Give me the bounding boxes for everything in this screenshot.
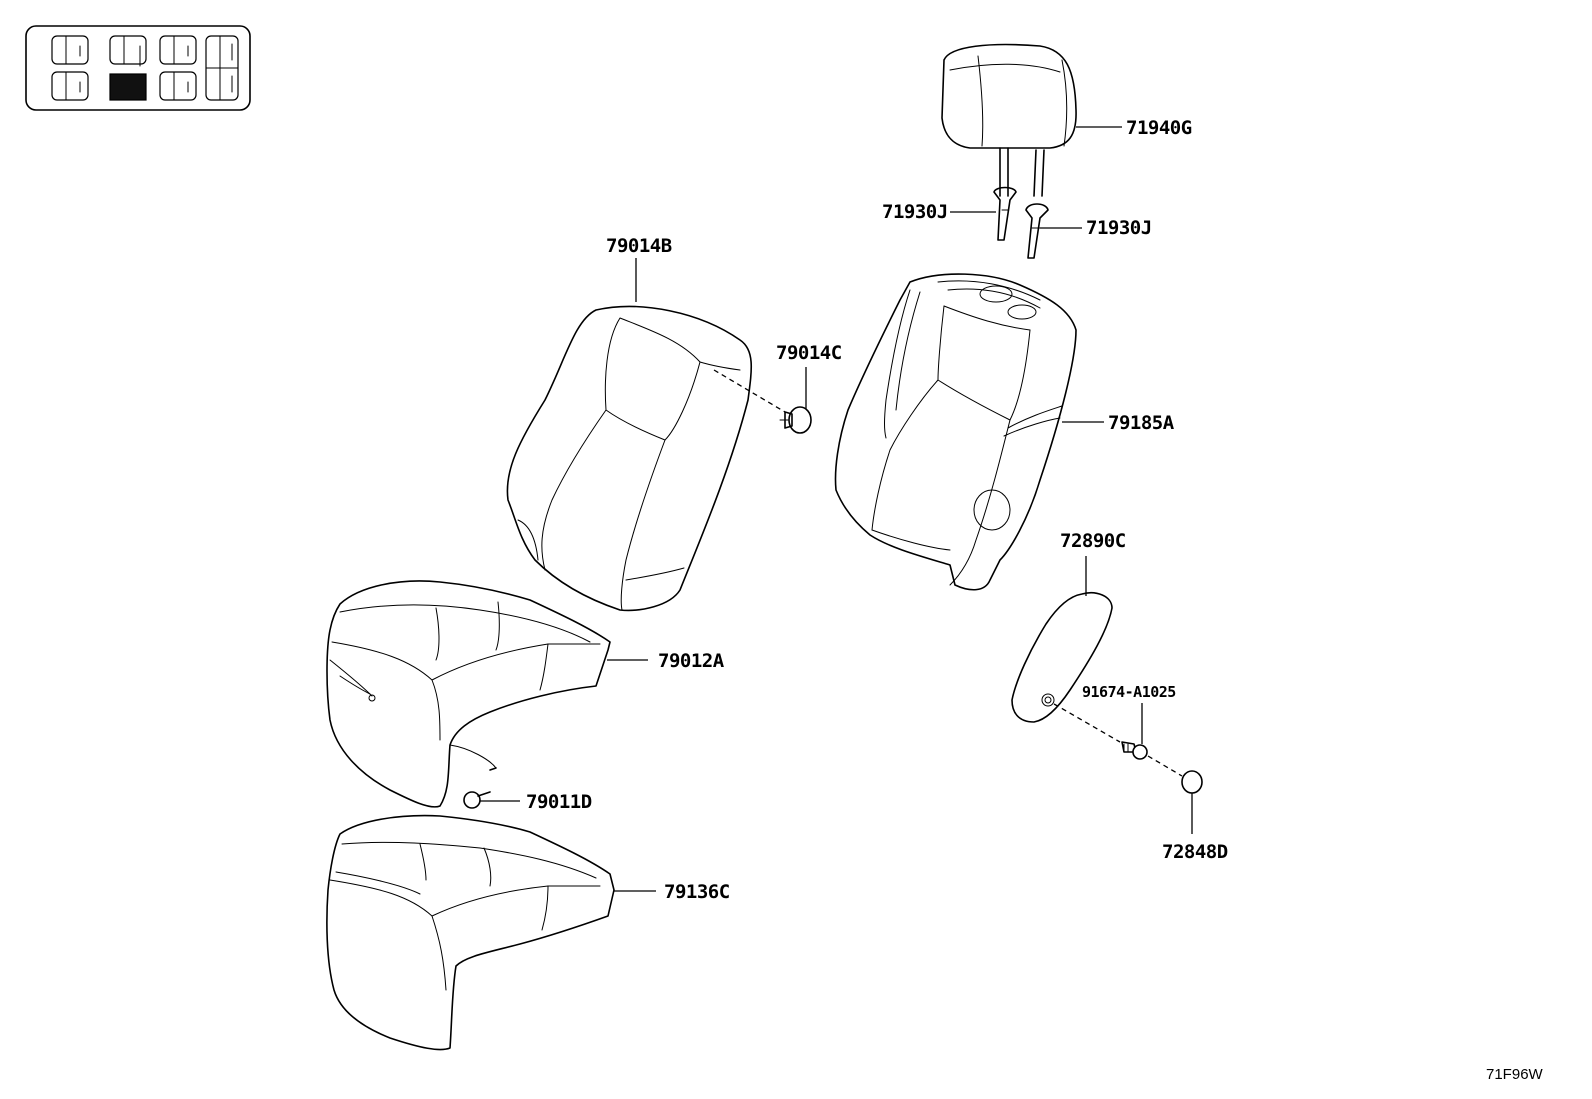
headrest-part [941,43,1077,197]
label-71930J-right: 71930J [1086,217,1152,239]
bolt-part [1121,741,1148,760]
armrest-part [1011,592,1113,723]
seat-layout-locator-icon [25,25,251,111]
label-71940G: 71940G [1126,117,1192,139]
label-79014C: 79014C [776,342,842,364]
seatback-pad-part [834,273,1077,591]
figure-code: 71F96W [1486,1066,1544,1083]
clip-part [779,406,812,434]
label-72890C: 72890C [1060,530,1126,552]
label-79136C: 79136C [664,881,730,903]
headrest-guide-part [993,186,1049,259]
highlighted-seat-icon [109,73,147,101]
cap-part [1181,770,1203,794]
label-79014B: 79014B [606,235,672,257]
label-79012A: 79012A [658,650,725,672]
label-79011D: 79011D [526,791,592,813]
label-72848D: 72848D [1162,841,1228,863]
seat-cushion-pad-part [326,814,615,1051]
seat-cushion-cover-part [326,580,611,808]
label-71930J-left: 71930J [882,201,948,223]
seat-clip-part [463,767,497,809]
seatback-cover-part [506,305,753,612]
label-91674-A1025: 91674-A1025 [1082,683,1176,701]
label-79185A: 79185A [1108,412,1175,434]
